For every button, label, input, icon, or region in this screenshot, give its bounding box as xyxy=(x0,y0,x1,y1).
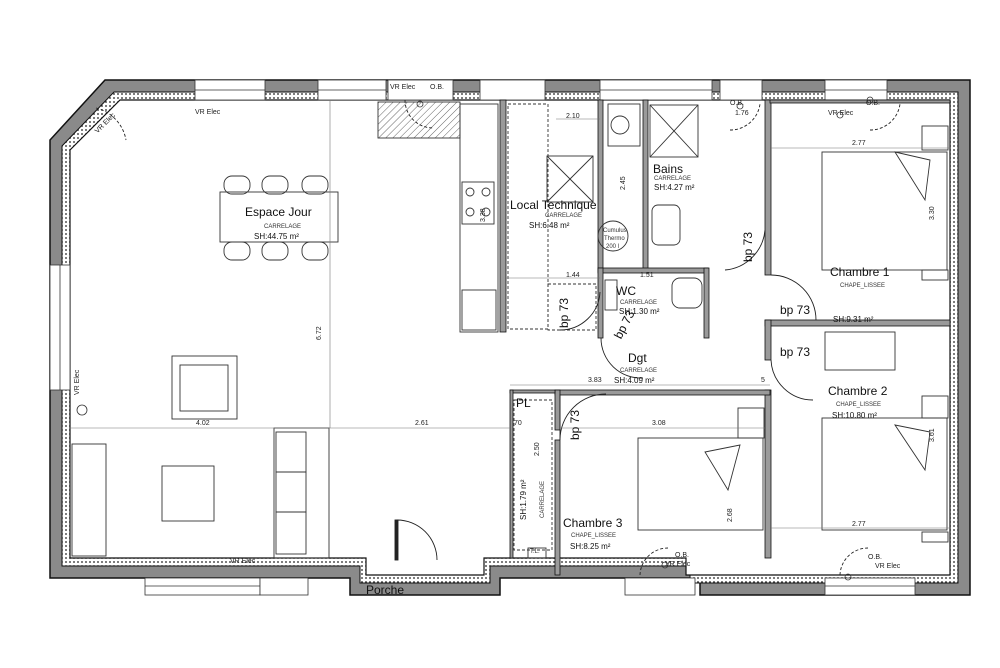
room-name-bains: Bains xyxy=(653,162,684,176)
vr-elec-label: VR Elec xyxy=(230,558,256,565)
interior-walls xyxy=(499,99,951,576)
doors xyxy=(95,99,901,576)
dimension-label: 1.44 xyxy=(566,272,580,279)
thermo-label: Thermo xyxy=(604,236,625,242)
windows xyxy=(49,79,916,596)
room-area-chambre1: SH:9.31 m² xyxy=(833,315,874,324)
dimension-label: 2.45 xyxy=(620,176,627,190)
room-floor-chambre2: CHAPE_LISSEE xyxy=(836,402,882,408)
dimension-label: 3.61 xyxy=(929,428,936,442)
dimension-label: 70 xyxy=(514,420,522,427)
vr-elec-label: VR Elec xyxy=(195,109,221,116)
ob-label: O.B. xyxy=(675,552,690,559)
dimension-label: 1.76 xyxy=(735,110,749,117)
dimension-lines xyxy=(70,100,950,529)
room-name-local-technique: Local Technique xyxy=(510,198,597,212)
room-floor-chambre3: CHAPE_LISSEE xyxy=(571,533,617,539)
room-name-wc: WC xyxy=(616,284,636,298)
dimension-label: 2.50 xyxy=(534,442,541,456)
vr-elec-label: VR Elec xyxy=(390,84,416,91)
ob-label: O.B. xyxy=(866,100,881,107)
dimension-label: 5 xyxy=(761,377,765,384)
room-area-pl: SH:1.79 m² xyxy=(519,479,528,520)
ob-label: O.B. xyxy=(868,554,883,561)
room-name-dgt: Dgt xyxy=(628,351,647,365)
door-label-bp73: bp 73 xyxy=(568,409,582,440)
dimension-label: 3.38 xyxy=(480,208,487,222)
room-floor-bains: CARRELAGE xyxy=(654,176,692,182)
room-name-pl: PL xyxy=(516,396,531,410)
vr-elec-label: VR Elec xyxy=(875,563,901,570)
room-floor-wc: CARRELAGE xyxy=(620,300,658,306)
dimension-label: 2.61 xyxy=(415,420,429,427)
dimension-label: 3.08 xyxy=(652,420,666,427)
dimension-label: 1.51 xyxy=(640,272,654,279)
room-area-bains: SH:4.27 m² xyxy=(654,183,695,192)
vr-elec-label: VR Elec xyxy=(74,369,81,395)
thermo-capacity-label: 200 l xyxy=(606,244,620,250)
ob-label: O.B. xyxy=(430,84,445,91)
dimension-label: 3.83 xyxy=(588,377,602,384)
cumulus-label: Cumulus xyxy=(603,228,627,234)
room-area-chambre3: SH:8.25 m² xyxy=(570,542,611,551)
dimension-label: 2.10 xyxy=(566,113,580,120)
electrical-symbols xyxy=(76,96,874,581)
room-floor-dgt: CARRELAGE xyxy=(620,368,658,374)
door-label-bp73: bp 73 xyxy=(780,345,811,359)
dimension-label: 2.68 xyxy=(727,508,734,522)
furniture xyxy=(71,101,949,559)
tl-label: T.L. xyxy=(530,549,540,555)
room-name-porche: Porche xyxy=(366,583,405,597)
dimension-label: 2.77 xyxy=(852,140,866,147)
ob-label: O.B. xyxy=(730,100,745,107)
dimension-label: 6.72 xyxy=(316,326,323,340)
door-label-bp73: bp 73 xyxy=(557,297,571,328)
dimension-label: 4.02 xyxy=(196,420,210,427)
dimension-label: 2.77 xyxy=(852,521,866,528)
room-area-wc: SH:1.30 m² xyxy=(619,307,660,316)
room-name-chambre2: Chambre 2 xyxy=(828,384,888,398)
vr-elec-label: VR Elec xyxy=(828,110,854,117)
vr-elec-label: VR Elec xyxy=(665,561,691,568)
dimension-label: 3.30 xyxy=(929,206,936,220)
room-name-chambre1: Chambre 1 xyxy=(830,265,890,279)
room-floor-chambre1: CHAPE_LISSEE xyxy=(840,283,886,289)
room-area-dgt: SH:4.09 m² xyxy=(614,376,655,385)
door-label-bp73: bp 73 xyxy=(741,231,755,262)
room-area-espace-jour: SH:44.75 m² xyxy=(254,232,299,241)
room-floor-local-technique: CARRELAGE xyxy=(545,213,583,219)
room-floor-pl: CARRELAGE xyxy=(540,480,546,518)
room-floor-espace-jour: CARRELAGE xyxy=(264,224,302,230)
room-area-local-technique: SH:6.48 m² xyxy=(529,221,570,230)
door-label-bp73: bp 73 xyxy=(780,303,811,317)
room-name-chambre3: Chambre 3 xyxy=(563,516,623,530)
room-name-espace-jour: Espace Jour xyxy=(245,205,312,219)
room-area-chambre2: SH:10.80 m² xyxy=(832,411,877,420)
